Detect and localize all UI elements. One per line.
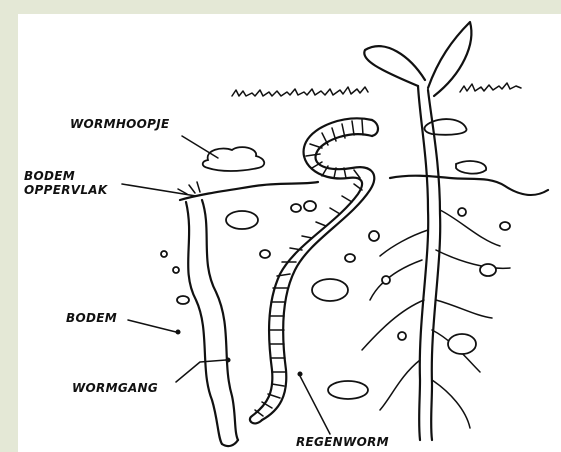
leader-wormgang: [176, 360, 226, 382]
pebbles: [161, 201, 510, 399]
label-bodem: BODEM: [66, 311, 117, 325]
worm-mound: [203, 147, 265, 171]
label-wormhoopje: WORMHOOPJE: [70, 117, 170, 131]
leader-wormhoopje: [182, 136, 218, 158]
soil-surface: [178, 176, 548, 200]
label-bodem-oppervlak-line1: BODEM: [24, 169, 75, 183]
leader-oppervlak: [122, 184, 196, 196]
burrow: [186, 200, 238, 446]
grass-line: [232, 83, 521, 96]
label-regenworm: REGENWORM: [296, 435, 389, 449]
label-bodem-oppervlak-line2: OPPERVLAK: [24, 183, 109, 197]
label-wormgang: WORMGANG: [72, 381, 158, 395]
plant: [362, 22, 510, 440]
leader-regenworm: [300, 376, 330, 434]
leader-bodem: [128, 320, 176, 332]
earthworm: [250, 118, 378, 423]
